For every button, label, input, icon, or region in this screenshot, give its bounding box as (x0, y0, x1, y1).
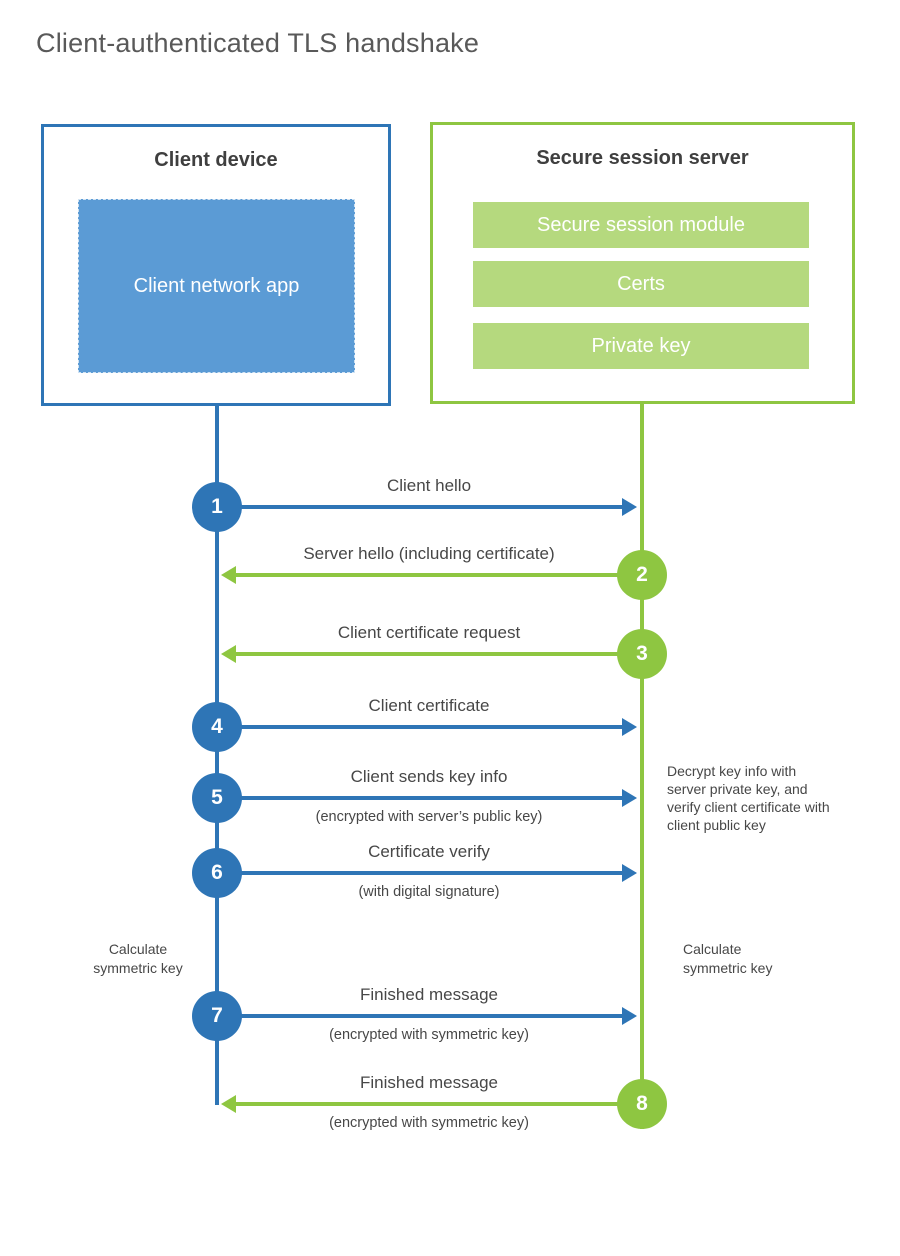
decrypt-note: Decrypt key info with server private key… (667, 763, 830, 833)
private-key-bar: Private key (473, 323, 809, 369)
client-network-app-module: Client network app (78, 199, 355, 373)
step-6: Certificate verify (with digital signatu… (0, 828, 900, 918)
step-4-badge: 4 (192, 702, 242, 752)
step-3: Client certificate request 3 (0, 609, 900, 699)
step-2-arrow-line (236, 573, 620, 577)
step-8-sublabel: (encrypted with symmetric key) (329, 1115, 529, 1131)
step-5-sublabel: (encrypted with server’s public key) (315, 809, 543, 825)
step-5-badge: 5 (192, 773, 242, 823)
step-2: Server hello (including certificate) 2 (0, 530, 900, 620)
step-8-arrow-head-icon (221, 1095, 236, 1113)
step-5-arrow-line (240, 796, 624, 800)
client-device-title: Client device (154, 149, 278, 171)
step-1: Client hello 1 (0, 462, 900, 552)
step-3-label: Client certificate request (337, 623, 521, 642)
step-6-label: Certificate verify (368, 842, 490, 861)
secure-session-server-title: Secure session server (536, 147, 749, 169)
step-4-label: Client certificate (368, 696, 490, 715)
step-1-badge: 1 (192, 482, 242, 532)
step-7-arrow-line (240, 1014, 624, 1018)
step-8-arrow-line (236, 1102, 620, 1106)
step-2-label: Server hello (including certificate) (303, 544, 555, 563)
server-lifeline (640, 402, 644, 1129)
step-3-badge: 3 (617, 629, 667, 679)
step-1-label: Client hello (386, 476, 472, 495)
client-lifeline (215, 404, 219, 1105)
step-4-arrow-line (240, 725, 624, 729)
step-7: Finished message (encrypted with symmetr… (0, 971, 900, 1061)
step-8: Finished message (encrypted with symmetr… (0, 1059, 900, 1149)
certs-bar: Certs (473, 261, 809, 307)
step-3-arrow-head-icon (221, 645, 236, 663)
step-7-label: Finished message (360, 985, 498, 1004)
client-network-app-label: Client network app (133, 275, 300, 297)
step-5-arrow-head-icon (622, 789, 637, 807)
client-device-box: Client device Client network app (41, 124, 391, 406)
secure-session-server-box: Secure session server Secure session mod… (430, 122, 855, 404)
step-7-arrow-head-icon (622, 1007, 637, 1025)
step-1-arrow-line (240, 505, 624, 509)
step-5-label: Client sends key info (350, 767, 508, 786)
page-title: Client-authenticated TLS handshake (36, 28, 480, 58)
step-6-sublabel: (with digital signature) (358, 884, 500, 900)
step-8-badge: 8 (617, 1079, 667, 1129)
step-6-badge: 6 (192, 848, 242, 898)
step-6-arrow-line (240, 871, 624, 875)
calculate-symmetric-key-right-note: Calculate symmetric key (683, 941, 773, 976)
step-4: Client certificate 4 (0, 682, 900, 772)
step-7-badge: 7 (192, 991, 242, 1041)
step-6-arrow-head-icon (622, 864, 637, 882)
step-5: Client sends key info (encrypted with se… (0, 753, 900, 843)
step-3-arrow-line (236, 652, 620, 656)
step-7-sublabel: (encrypted with symmetric key) (329, 1027, 529, 1043)
step-4-arrow-head-icon (622, 718, 637, 736)
step-8-label: Finished message (360, 1073, 498, 1092)
step-2-arrow-head-icon (221, 566, 236, 584)
step-2-badge: 2 (617, 550, 667, 600)
step-1-arrow-head-icon (622, 498, 637, 516)
secure-session-module-bar: Secure session module (473, 202, 809, 248)
calculate-symmetric-key-left-note: Calculate symmetric key (93, 941, 183, 976)
